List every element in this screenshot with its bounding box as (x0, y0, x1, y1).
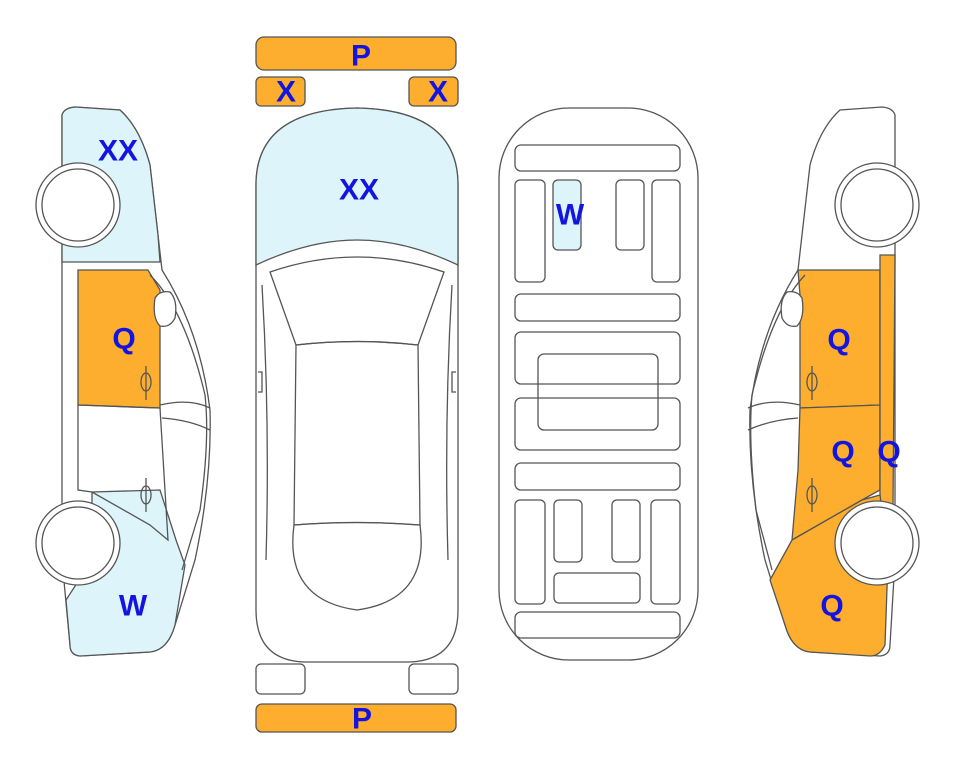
right-rear-wheel-inner (840, 506, 914, 580)
right-rear-wheel (834, 500, 920, 586)
label-left-front-fender: XX (98, 135, 138, 168)
rear-bumper-panel (255, 703, 457, 733)
left-mirror (153, 290, 177, 327)
right-window-line-2 (747, 417, 799, 431)
label-right-rocker: Q (877, 436, 900, 469)
right-side-view (747, 106, 920, 657)
label-hood: XX (339, 174, 379, 207)
top-left-pillar (261, 284, 268, 561)
right-mirror (780, 290, 804, 327)
label-rear-bumper: P (352, 703, 372, 736)
hood-panel (255, 107, 459, 267)
headlight-right-panel (408, 76, 459, 107)
left-rear-door-outline (77, 404, 169, 542)
top-left-mirror (258, 371, 263, 393)
rear-light-left (255, 663, 306, 695)
left-door-handle-front (140, 366, 152, 400)
left-rear-wheel (35, 500, 121, 586)
left-window-line-2 (161, 417, 211, 431)
top-view (255, 36, 459, 733)
left-front-wheel (35, 162, 121, 248)
right-front-wheel (834, 162, 920, 248)
label-right-rear-door: Q (831, 436, 854, 469)
top-right-pillar (446, 284, 453, 561)
right-door-handle-front (806, 366, 818, 400)
label-right-rear-quarter: Q (820, 590, 843, 623)
label-roof-panel: W (556, 199, 585, 232)
left-door-handle-rear (140, 478, 152, 512)
label-headlight-left: X (276, 76, 296, 109)
roof-panel-highlight (552, 179, 582, 251)
damage-labels: P X X XX XX Q W W Q Q Q Q P (98, 40, 901, 736)
label-front-bumper: P (351, 40, 371, 73)
label-left-front-door: Q (112, 323, 135, 356)
left-window-line (159, 401, 211, 409)
left-front-wheel-inner (41, 168, 115, 242)
left-side-view (35, 106, 211, 657)
top-rear-window (292, 521, 422, 611)
right-door-handle-rear (806, 478, 818, 512)
rear-light-right (408, 663, 459, 695)
front-bumper-panel (255, 36, 457, 71)
label-headlight-right: X (428, 76, 448, 109)
right-front-wheel-inner (840, 168, 914, 242)
label-right-front-door: Q (827, 324, 850, 357)
right-window-line (747, 401, 801, 409)
label-left-rear-quarter: W (119, 590, 148, 623)
top-right-mirror (451, 371, 456, 393)
headlight-left-panel (255, 76, 306, 107)
underside-view (498, 107, 699, 661)
left-rear-wheel-inner (41, 506, 115, 580)
left-front-door-panel (77, 269, 161, 409)
